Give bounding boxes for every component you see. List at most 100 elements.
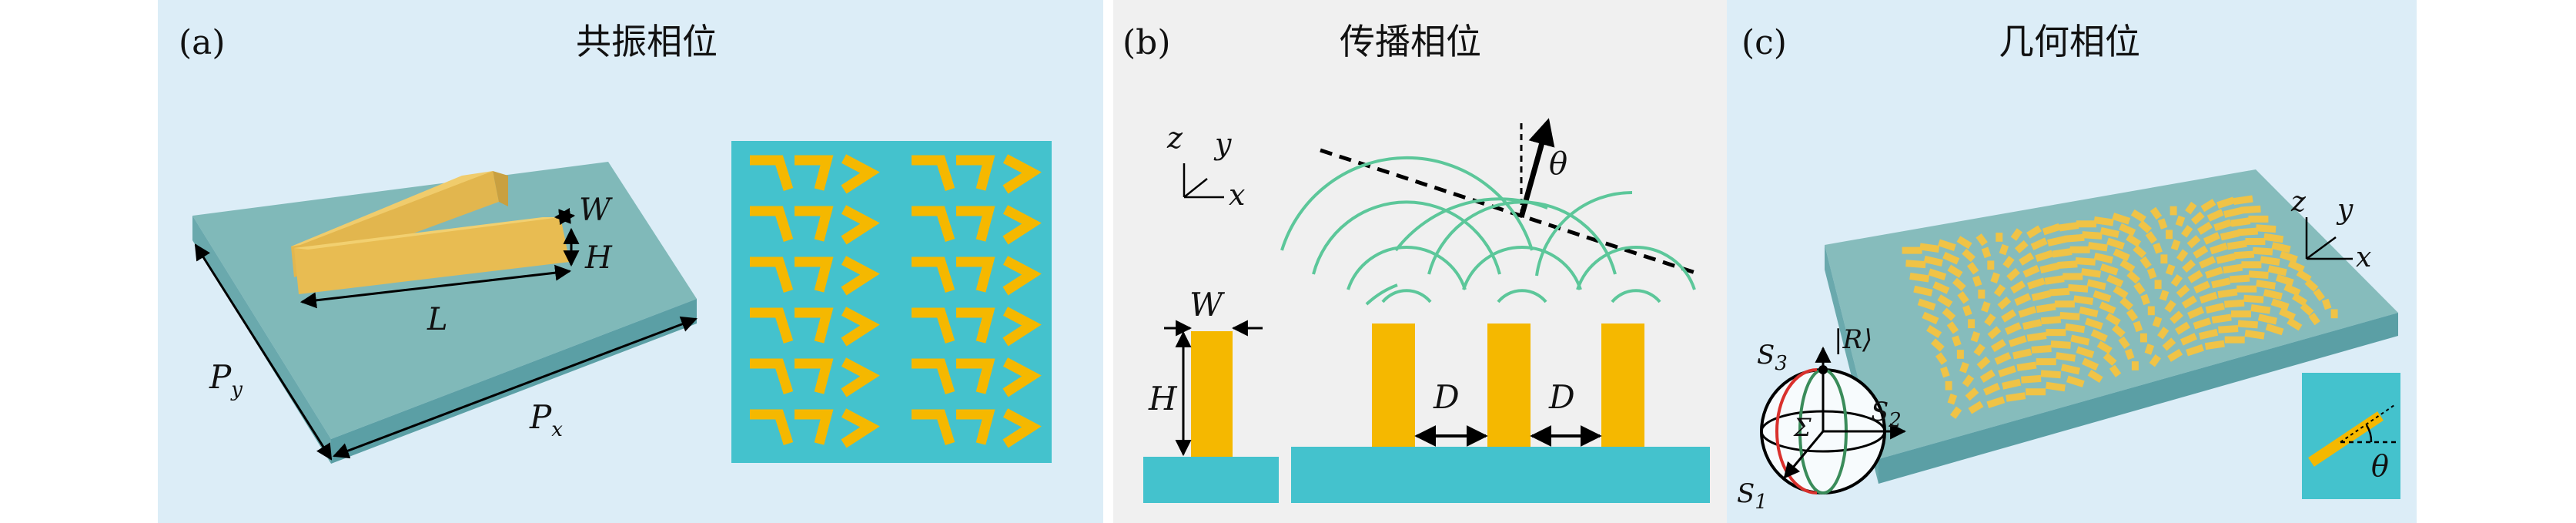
nanopillar	[2257, 313, 2278, 325]
coordinate-axes-c: z y x	[2290, 186, 2371, 273]
dim-l-label: L	[427, 302, 448, 337]
nanopillar	[2002, 256, 2015, 269]
nanopillar	[2187, 270, 2203, 283]
nanopillar	[2182, 259, 2196, 273]
nanopillar	[1976, 356, 1991, 370]
dim-w-label: W	[579, 193, 613, 228]
nanopillar	[2278, 307, 2297, 321]
axis-z-label-c: z	[2290, 186, 2307, 218]
pillar-1	[1372, 324, 1415, 447]
nanopillar	[1937, 239, 1956, 251]
nanopillar	[2139, 256, 2152, 270]
nanopillar	[2006, 267, 2020, 282]
dim-d1-label: D	[1433, 378, 1460, 416]
nanopillar	[2113, 285, 2129, 300]
nanopillar	[2199, 256, 2216, 269]
nanopillar	[2001, 309, 2017, 323]
nanopillar	[2087, 369, 2103, 384]
nanopillar	[1952, 277, 1966, 291]
nanopillar	[2030, 237, 2048, 250]
nanopillar	[2090, 329, 2108, 342]
nanopillar	[2250, 304, 2271, 314]
nanopillar	[2252, 246, 2273, 256]
axis-y-label: y	[1213, 127, 1232, 161]
nanopillar	[1935, 352, 1948, 365]
nanopillar	[1947, 264, 1963, 278]
nanopillar	[2056, 352, 2076, 362]
nanopillar	[2126, 270, 2141, 284]
nanopillar	[2244, 330, 2265, 340]
nanopillar	[2170, 310, 2183, 324]
nanopillar	[2149, 354, 2161, 367]
nanopillar	[1972, 275, 1982, 287]
nanopillar	[2213, 219, 2233, 232]
nanopillar	[1997, 297, 2012, 310]
nanopillar	[1965, 387, 1979, 401]
nanopillar	[2223, 206, 2243, 218]
nanopillar	[1959, 361, 1969, 374]
nanopillar	[2146, 267, 2157, 280]
nanopillar	[2205, 303, 2225, 314]
nanopillar	[2230, 217, 2251, 227]
nanopillar	[2106, 237, 2125, 250]
nanopillar	[2283, 283, 2301, 297]
nanopillar	[2223, 263, 2243, 274]
nanopillar	[2218, 325, 2239, 334]
nanopillar	[2193, 317, 2212, 330]
nanopillar	[1986, 396, 2006, 408]
nanopillar	[2237, 227, 2259, 236]
nanopillar	[2050, 340, 2071, 349]
substrate-c-front	[1878, 313, 2398, 484]
coordinate-axes-b: z y x	[1166, 121, 1245, 212]
nanopillar	[2204, 267, 2223, 279]
nanopillar	[2296, 269, 2312, 283]
panel-a: (a) 共振相位 W H L Py Px	[158, 0, 1103, 523]
nanopillar	[1909, 272, 1930, 283]
nanopillar	[1923, 255, 1943, 267]
nanopillar	[1975, 233, 1988, 246]
nanopillar	[2165, 263, 2176, 276]
nanopillar	[2084, 317, 2103, 330]
nanopillar	[1993, 283, 2006, 297]
nanopillar	[2018, 306, 2037, 318]
nanopillar	[1998, 365, 2017, 377]
nanopillar	[2019, 252, 2035, 266]
nanopillar	[2031, 290, 2051, 301]
nanopillar	[2124, 348, 2135, 360]
nanopillar	[1942, 307, 1956, 321]
nanopillar	[1973, 344, 1986, 357]
nanopillar	[2059, 221, 2079, 232]
nanopillar	[2157, 218, 2168, 230]
panel-c-title: 几何相位	[1999, 21, 2140, 62]
dim-px-label: Px	[529, 398, 563, 441]
rotated-pillar-array	[1902, 195, 2338, 419]
dim-l-arrow	[299, 264, 572, 309]
nanopillar	[2175, 215, 2186, 227]
nanopillar	[2256, 280, 2277, 290]
nanopillar	[2109, 364, 2122, 377]
nanopillar	[2096, 340, 2113, 354]
nanopillar	[2068, 283, 2089, 293]
nanopillar	[2260, 256, 2280, 266]
nanopillar	[2292, 293, 2308, 307]
nanopillar	[2152, 316, 2163, 328]
nanopillar	[2240, 205, 2261, 214]
nanopillar	[2181, 225, 2193, 238]
panel-c: (c) 几何相位 z y x S3 |R	[1727, 0, 2417, 523]
nanopillar	[2216, 253, 2236, 264]
dim-py-label: Py	[209, 358, 243, 401]
nanopillar	[2180, 333, 2198, 346]
nanopillar	[1940, 366, 1950, 378]
nanopillar	[2118, 336, 2130, 350]
nanopillar	[2126, 233, 2142, 247]
nanopillar	[2186, 235, 2201, 249]
nanopillar	[2190, 211, 2205, 225]
nanopillar	[2004, 322, 2022, 335]
nanopillar	[2193, 280, 2211, 293]
nanopillar	[2211, 277, 2231, 289]
nanopillar	[1926, 324, 1942, 339]
nanopillar	[1946, 321, 1959, 334]
nanopillar	[2233, 195, 2253, 206]
s2-label: S2	[1871, 397, 1902, 432]
